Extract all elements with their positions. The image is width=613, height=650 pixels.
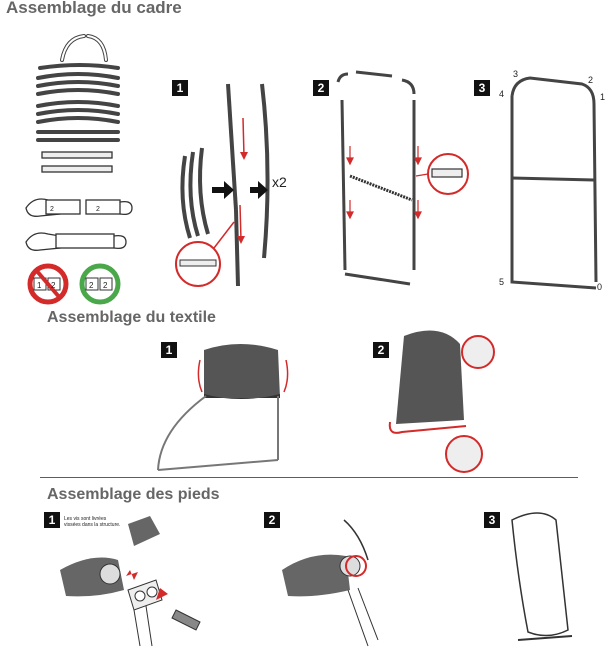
feet-step-1-badge: 1: [44, 512, 60, 528]
textile-assembly-title: Assemblage du textile: [47, 309, 216, 326]
frame-step-2-badge: 2: [313, 80, 329, 96]
feet-screw-note: Les vis sont livrées vissées dans la str…: [64, 516, 121, 528]
ok-right-label: 2: [103, 281, 108, 290]
frame-multiplier-label: x2: [272, 174, 287, 190]
frame-number-0: 0: [597, 282, 603, 292]
frame-step-2-drawing: [336, 70, 416, 286]
frame-step-1-badge: 1: [172, 80, 188, 96]
connector-label-a: 2: [50, 206, 54, 213]
section-divider: [40, 477, 578, 478]
frame-step-1-drawing: [180, 83, 270, 287]
frame-step-3-drawing: [510, 76, 598, 290]
no-match-right-label: 2: [51, 281, 56, 290]
textile-step-2-drawing: [388, 330, 495, 473]
ok-left-label: 2: [89, 281, 94, 290]
feet-step-3-drawing: [511, 512, 573, 641]
frame-number-3: 3: [513, 69, 519, 79]
connector-label-b: 2: [96, 206, 100, 213]
frame-assembly-title: Assemblage du cadre: [6, 0, 182, 17]
feet-step-2-drawing: [282, 519, 379, 647]
no-mismatch-icon: [27, 263, 69, 305]
feet-assembly-title: Assemblage des pieds: [47, 486, 220, 503]
ok-match-icon: [79, 263, 121, 305]
frame-parts-icon: [36, 34, 120, 173]
textile-step-2-badge: 2: [373, 342, 389, 358]
textile-step-1-badge: 1: [161, 342, 177, 358]
textile-step-1-drawing: [157, 344, 289, 471]
frame-step-1-arrows: [175, 117, 268, 287]
feet-step-2-badge: 2: [264, 512, 280, 528]
feet-step-1-drawing: [60, 516, 201, 647]
connector-hands-icon: [25, 198, 133, 251]
frame-number-2: 2: [588, 75, 594, 85]
frame-number-4: 4: [499, 89, 505, 99]
feet-step-3-badge: 3: [484, 512, 500, 528]
frame-step-2-arrows: [346, 146, 469, 220]
frame-number-1: 1: [600, 92, 606, 102]
frame-number-5: 5: [499, 277, 505, 287]
frame-step-3-badge: 3: [474, 80, 490, 96]
no-match-left-label: 1: [37, 281, 42, 290]
